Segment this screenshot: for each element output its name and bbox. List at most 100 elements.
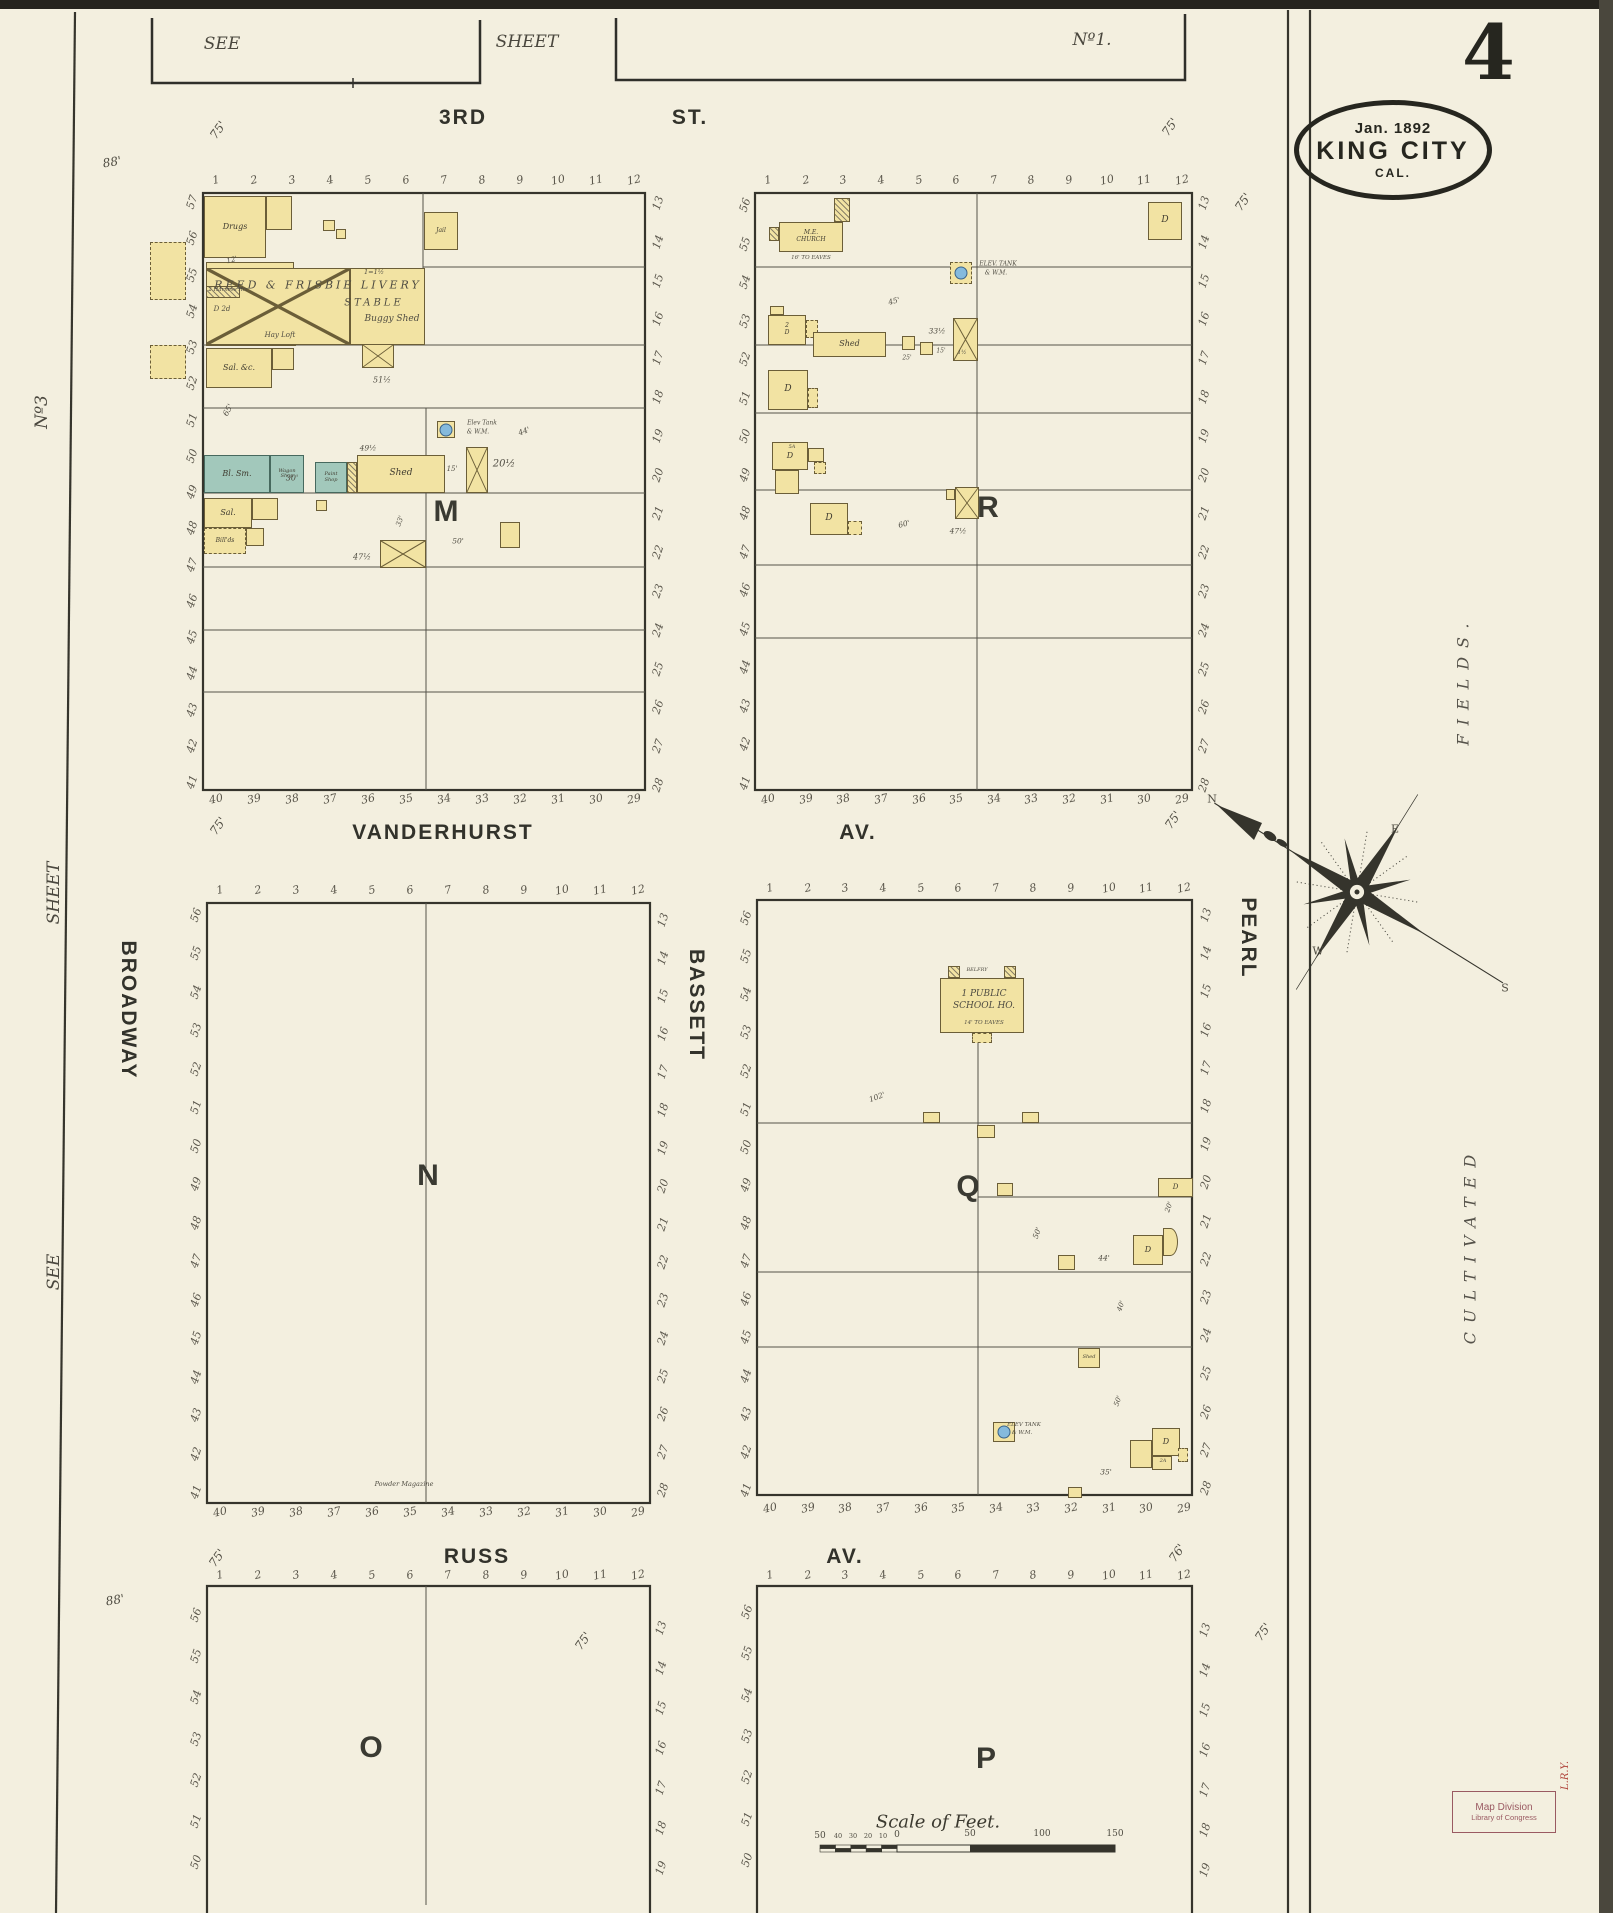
building (206, 268, 350, 345)
scale-cell (835, 1844, 852, 1849)
map-note: 1=1½ (363, 268, 385, 276)
scale-cell (819, 1844, 836, 1849)
building-d: D (1158, 1178, 1193, 1197)
lot-number: 10 (1098, 172, 1115, 188)
building (437, 421, 455, 438)
scale-sub-label: 30 (848, 1832, 858, 1840)
lot-number: 31 (1098, 791, 1115, 807)
building-d: D (768, 370, 808, 410)
scale-main-label: 100 (1033, 1829, 1051, 1839)
map-note: D 2d (213, 305, 231, 313)
building-shed: Shed (1078, 1348, 1100, 1368)
lot-number: 10 (1100, 880, 1117, 896)
cross-brace-icon (467, 448, 487, 492)
scale-title: Scale of Feet. (875, 1811, 1001, 1833)
map-note: & W.M. (466, 428, 490, 436)
block-outline (205, 901, 652, 1505)
building (500, 522, 520, 548)
top-margin-sheet: SHEET (495, 32, 559, 52)
lot-number: 31 (1100, 1500, 1117, 1516)
block-outline (201, 191, 647, 792)
building (206, 286, 240, 298)
lot-number: 39 (799, 1500, 816, 1516)
map-note: Buggy Shed (364, 314, 420, 324)
top-margin-see: SEE (203, 34, 241, 54)
building-bill-ds: Bill'ds (204, 528, 246, 554)
map-note: Elev Tank (467, 419, 497, 427)
block-letter-R: R (977, 491, 999, 524)
scale-main-label: 150 (1106, 1829, 1124, 1839)
building (808, 448, 824, 462)
block-outline-open (755, 1584, 1194, 1913)
map-note: 5A (788, 444, 796, 450)
map-note: ELEV. TANK (979, 260, 1017, 268)
map-note: ELEV TANK (1007, 1422, 1041, 1428)
map-note: 1 PUBLIC (961, 989, 1007, 999)
street-label-st: ST. (671, 106, 709, 129)
building (808, 388, 818, 408)
building-d: D (772, 442, 808, 470)
building-drugs: Drugs (204, 196, 266, 258)
map-note: 25' (902, 354, 912, 362)
building-paint-shop: Paint Shop (315, 462, 347, 493)
building-d: D (810, 503, 848, 535)
building (336, 229, 346, 239)
compass-star-point (1289, 849, 1362, 899)
building-sal-: Sal. (204, 498, 252, 528)
building (1068, 1487, 1082, 1498)
compass-label-e: E (1390, 822, 1400, 836)
map-note: 33½ (928, 326, 946, 336)
map-note: & W.M. (1011, 1430, 1033, 1436)
street-label-cultivated: CULTIVATED (1460, 1145, 1480, 1345)
block-letter-Q: Q (956, 1170, 980, 1203)
map-note: STABLE (344, 297, 404, 309)
map-note: 16' TO EAVES (791, 255, 831, 261)
street-label-av: AV. (839, 821, 877, 844)
map-note: Powder Magazine (374, 1480, 434, 1488)
stamp-city: KING CITY (1316, 137, 1470, 165)
sheet-number: 4 (1462, 8, 1515, 97)
building (775, 470, 799, 494)
stamp-date: Jan. 1892 (1354, 120, 1432, 137)
lot-number: 36 (912, 1500, 929, 1516)
library-stamp-line1: Map Division (1475, 1802, 1533, 1813)
scale-sub-label: 20 (863, 1832, 873, 1840)
building (948, 966, 960, 978)
scale-cell (881, 1848, 898, 1853)
building (1022, 1112, 1039, 1123)
map-note: 15' (446, 465, 458, 473)
building-d: D (1152, 1428, 1180, 1456)
map-note: 20½ (492, 458, 516, 470)
building (266, 196, 292, 230)
building (380, 540, 426, 568)
street-label-broadway: BROADWAY (117, 940, 140, 1080)
scale-sub-label: 50 (814, 1831, 826, 1841)
building (272, 348, 294, 370)
compass-flourish (1276, 838, 1288, 848)
building (1130, 1440, 1152, 1468)
block-outline (753, 191, 1194, 792)
cross-brace-icon (381, 541, 425, 567)
map-note: & W.M. (984, 269, 1008, 277)
building (466, 447, 488, 493)
cross-brace-icon (954, 319, 977, 360)
block-letter-M: M (433, 495, 459, 528)
library-stamp: Map Division Library of Congress (1452, 1791, 1556, 1833)
building (940, 978, 1024, 1033)
margin-red-note: L.R.Y. (1560, 1760, 1571, 1790)
building-d: D (1148, 202, 1182, 240)
lot-number: 39 (797, 791, 814, 807)
building (150, 345, 186, 379)
building (950, 262, 972, 284)
scale-cell (850, 1848, 867, 1853)
compass-label-n: N (1207, 792, 1217, 806)
building (769, 227, 779, 241)
left-margin-see: SEE (44, 1253, 64, 1291)
building (920, 342, 933, 355)
building (316, 500, 327, 511)
compass-star-point (1303, 887, 1359, 905)
building (923, 1112, 940, 1123)
scale-cell (819, 1848, 836, 1853)
map-note: 47½ (353, 552, 371, 562)
